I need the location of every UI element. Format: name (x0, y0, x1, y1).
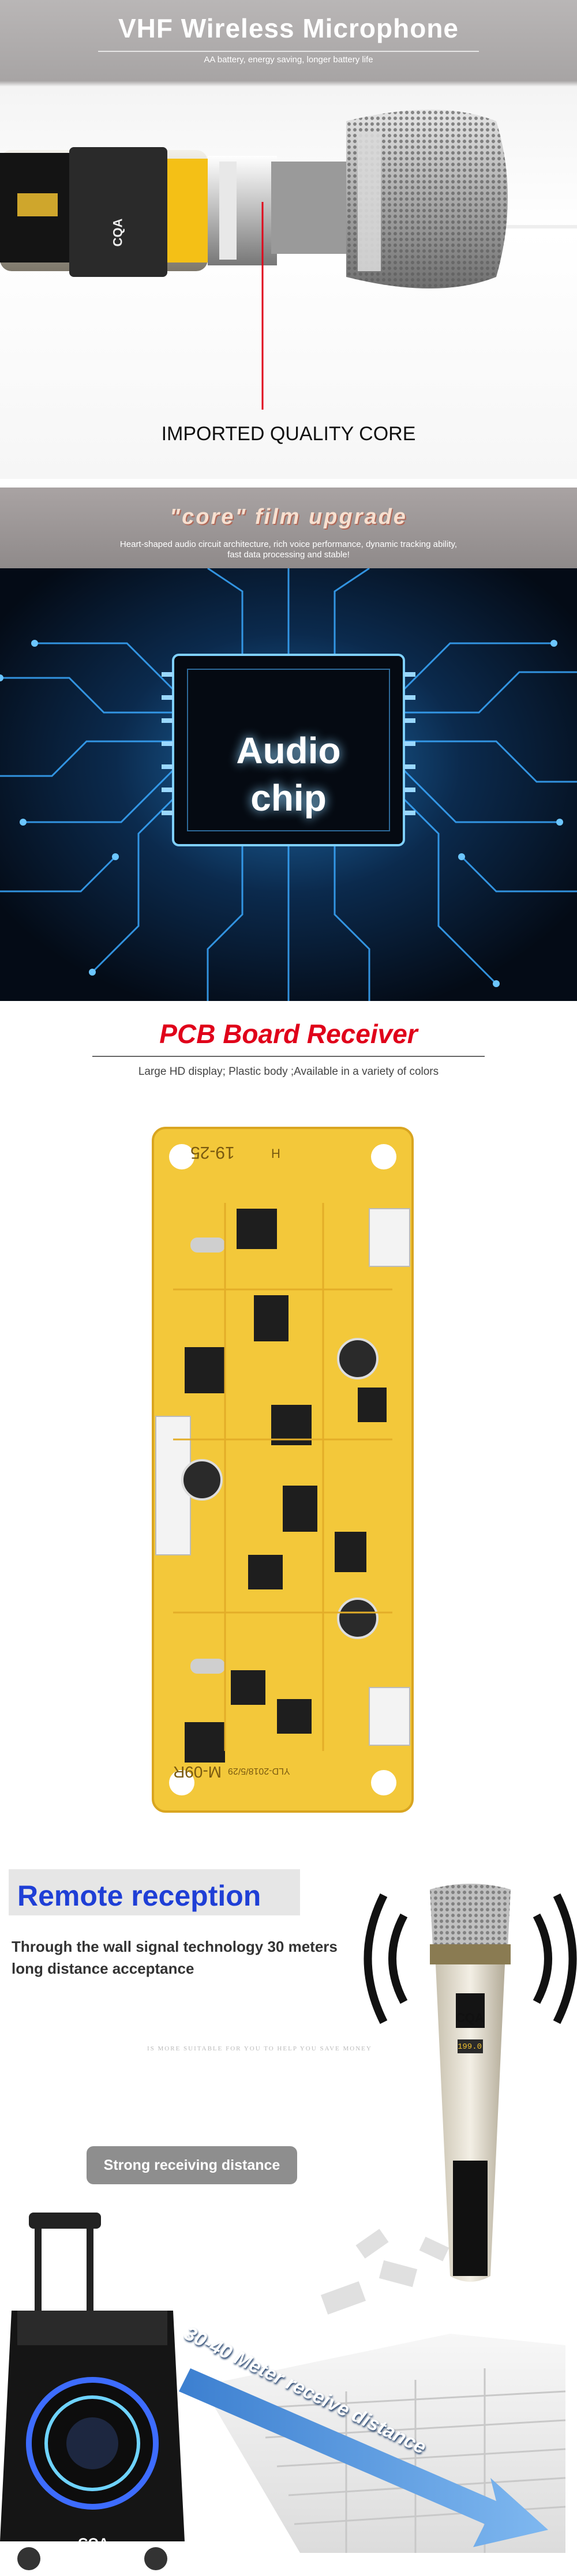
section-title: VHF Wireless Microphone (118, 13, 459, 43)
chip-label-line2: chip (250, 777, 327, 819)
trolley-speaker (0, 2213, 185, 2570)
audio-chip (172, 654, 405, 846)
remote-reception-section: Remote reception Through the wall signal… (0, 1838, 577, 2576)
board-silkscreen-top: 19-25 (190, 1143, 235, 1162)
heading-background (9, 1869, 300, 1915)
microphone-hero-section: VHF Wireless Microphone AA battery, ener… (0, 0, 577, 479)
section-title: "core" film upgrade (170, 505, 407, 529)
pcb-board (152, 1127, 414, 1813)
section-description: Large HD display; Plastic body ;Availabl… (138, 1066, 439, 1078)
receiving-distance-badge: Strong receiving distance (87, 2146, 297, 2184)
board-date-label: YLD-2018/5/29 (228, 1766, 290, 1776)
pcb-board-image (152, 1127, 414, 1813)
chip-label: Audio chip (190, 727, 387, 822)
signal-waves-icon (364, 1893, 577, 2024)
microphone-closeup-image (0, 110, 577, 410)
speaker-brand-logo: CQA (78, 2536, 109, 2551)
title-divider (92, 1056, 485, 1057)
core-label: IMPORTED QUALITY CORE (161, 423, 416, 445)
section-title: PCB Board Receiver (159, 1019, 418, 1049)
board-model-label: M-09R (173, 1763, 222, 1781)
mic-display: 199.0 (458, 2042, 482, 2052)
distance-arrow (179, 2368, 548, 2547)
chip-label-line1: Audio (236, 730, 341, 771)
pcb-receiver-section: PCB Board Receiver Large HD display; Pla… (0, 1001, 577, 1838)
audio-chip-section: "core" film upgrade Heart-shaped audio c… (0, 488, 577, 1001)
mic-brand-logo: CQA (456, 2011, 484, 2025)
reception-scene-image (0, 1884, 577, 2570)
wireless-microphone (430, 1884, 511, 2282)
mic-brand-logo: CQA (110, 218, 125, 247)
gold-collar (167, 159, 213, 263)
section-heading: Remote reception (17, 1880, 261, 1912)
board-silkscreen-letter: H (271, 1146, 280, 1161)
small-print: IS MORE SUITABLE FOR YOU TO HELP YOU SAV… (147, 2045, 372, 2052)
title-band (0, 488, 577, 568)
title-divider (98, 51, 479, 52)
section-description: Through the wall signal technology 30 me… (12, 1938, 338, 1977)
circuit-board-image (0, 568, 577, 1001)
section-subtitle: AA battery, energy saving, longer batter… (204, 55, 373, 65)
section-description: Heart-shaped audio circuit architecture,… (119, 539, 458, 560)
